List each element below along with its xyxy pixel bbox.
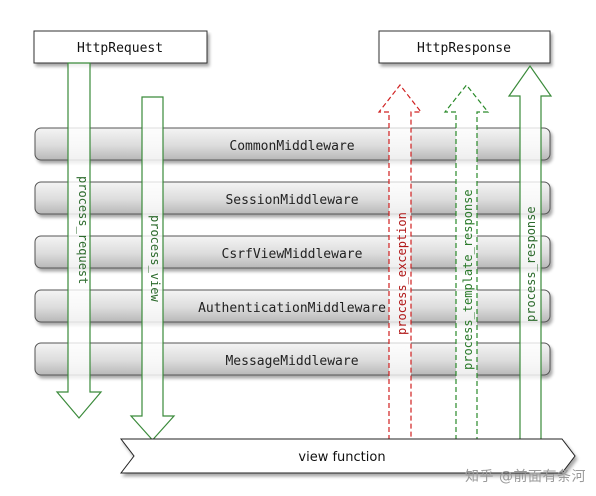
http-response-label: HttpResponse — [417, 41, 511, 56]
watermark-text: 知乎 @前面有条河 — [465, 469, 586, 485]
middleware-label: MessageMiddleware — [225, 354, 358, 369]
middleware-label: SessionMiddleware — [225, 193, 358, 208]
process-view-label: process_view — [148, 215, 162, 302]
view-function-banner: view function — [119, 438, 576, 474]
process-template-response-label: process_template_response — [461, 189, 475, 370]
middleware-label: CommonMiddleware — [229, 139, 354, 154]
process-response-label: process_response — [524, 206, 538, 322]
middleware-label: AuthenticationMiddleware — [198, 301, 386, 316]
process-request-arrow: process_request — [55, 62, 103, 419]
middleware-bar: SessionMiddleware — [34, 181, 551, 215]
process-exception-label: process_exception — [395, 212, 409, 335]
middleware-label: CsrfViewMiddleware — [222, 247, 363, 262]
middleware-bar: CsrfViewMiddleware — [34, 235, 551, 269]
process-response-arrow: process_response — [507, 64, 553, 440]
process-request-label: process_request — [76, 176, 90, 284]
middleware-stack: CommonMiddleware SessionMiddleware CsrfV… — [34, 127, 551, 376]
http-request-box: HttpRequest — [33, 30, 208, 64]
process-template-response-arrow: process_template_response — [443, 84, 490, 440]
process-view-arrow: process_view — [129, 96, 176, 441]
view-function-label: view function — [298, 450, 385, 465]
http-response-box: HttpResponse — [378, 30, 551, 64]
middleware-bar: MessageMiddleware — [34, 342, 551, 376]
middleware-bar: AuthenticationMiddleware — [34, 289, 551, 323]
http-request-label: HttpRequest — [77, 41, 163, 56]
process-exception-arrow: process_exception — [377, 84, 423, 440]
middleware-bar: CommonMiddleware — [34, 127, 551, 161]
